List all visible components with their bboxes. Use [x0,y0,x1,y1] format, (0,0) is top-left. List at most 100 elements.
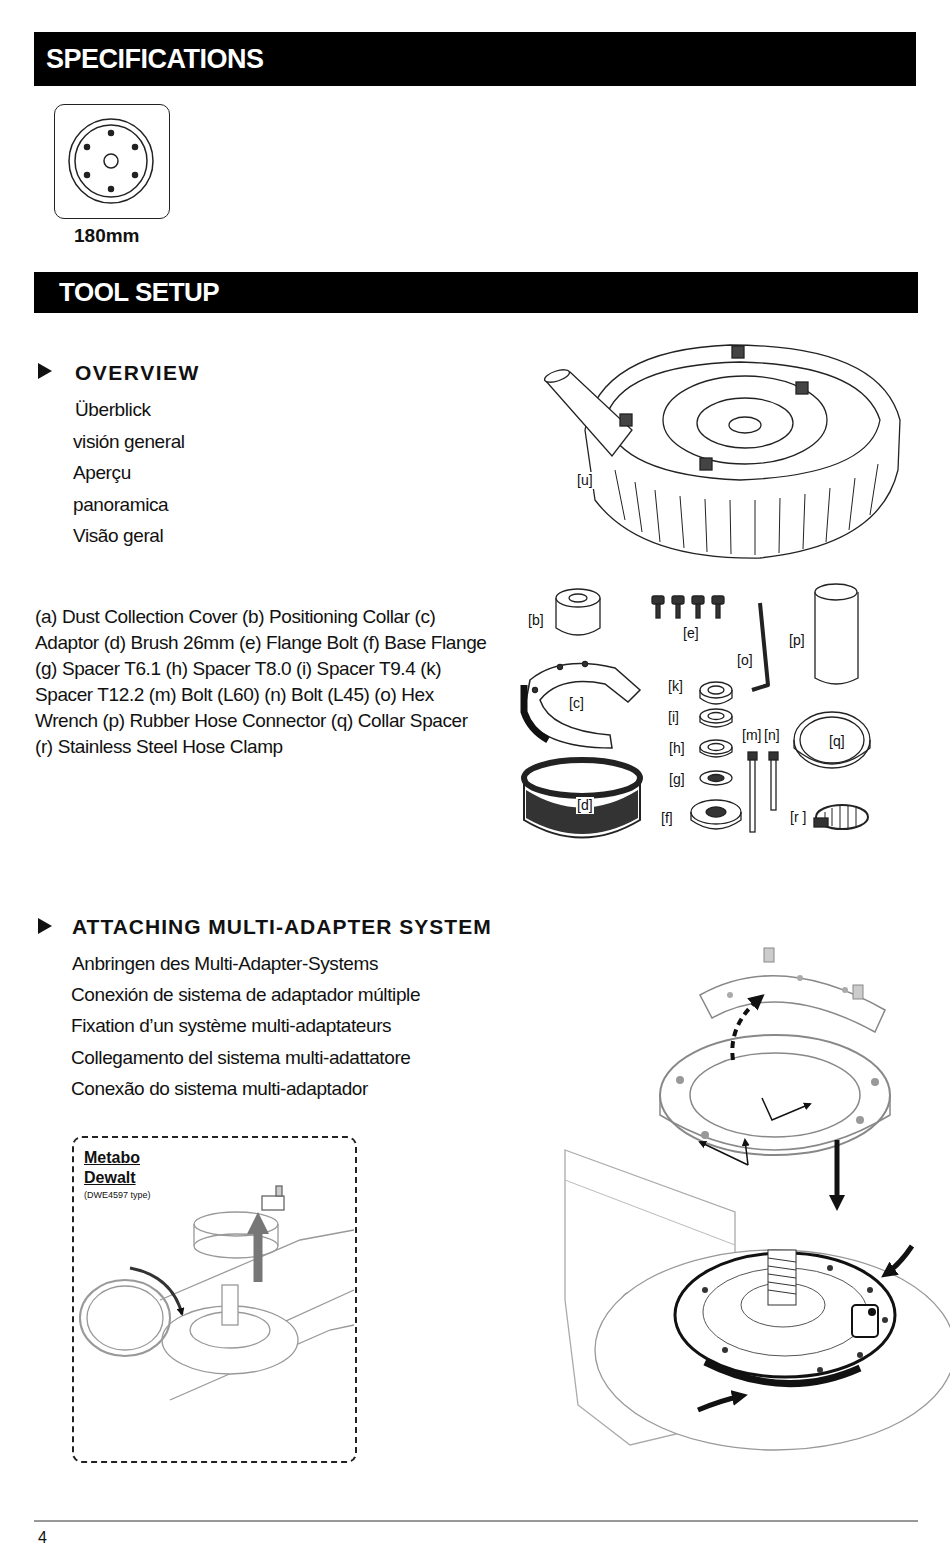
heading: OVERVIEW [75,360,200,385]
header-band: SPECIFICATIONS [34,32,916,86]
illustration-shape [660,1095,890,1150]
callout-label: [c] [568,695,585,712]
illustration-shape [615,464,878,555]
translation: Aperçu [73,462,131,485]
illustration-shape [794,712,870,768]
illustration-shape [827,1265,833,1271]
illustration-shape [768,1290,796,1294]
illustration-shape [697,398,793,448]
illustration-shape [708,744,724,751]
illustration-shape [676,604,680,618]
illustration-shape [700,740,732,754]
illustration-shape [620,414,632,426]
illustration-shape [676,1076,684,1084]
illustration-shape [595,1250,950,1450]
size-label: 180mm [74,225,140,247]
illustration-shape [80,1280,170,1356]
callout-label: [k] [667,678,684,695]
illustration-shape [680,496,684,548]
illustration-shape [797,975,803,981]
illustration-shape [835,1140,840,1205]
illustration-shape [701,1131,709,1139]
callout-label: [g] [668,771,686,788]
illustration-shape [768,1258,796,1262]
illustration-shape [583,662,588,667]
callout-label: [p] [788,632,806,649]
illustration-shape [691,812,741,829]
illustration-shape [524,778,640,838]
illustration-shape [716,604,720,618]
illustration-shape [194,1212,278,1236]
illustration-shape [882,1317,888,1323]
illustration-shape [696,604,700,618]
illustration-shape [748,752,757,760]
illustration-shape [526,790,638,834]
illustration-shape [868,1308,876,1316]
illustration-shape [886,1246,912,1274]
illustration-shape [585,345,900,558]
illustration-shape [853,985,863,999]
translation: Überblick [75,399,151,422]
illustration-shape [832,808,833,826]
illustration-shape [871,1078,879,1086]
illustration-shape [533,688,538,693]
illustration-shape [262,1196,284,1210]
illustration-shape [708,713,724,720]
illustration-shape [727,992,733,998]
illustration-shape [817,1367,823,1373]
callout-label: [m] [741,727,762,744]
illustration-shape [815,584,857,600]
illustration-shape [700,690,732,704]
brand-name: Metabo [84,1148,140,1168]
translation: Fixation d’un système multi-adaptateurs [71,1015,391,1038]
illustration-shape [193,1224,194,1246]
illustration-shape [109,131,114,136]
blade-icon [69,119,153,203]
illustration-shape [856,808,857,826]
illustration-shape [729,417,761,433]
illustration-shape [727,975,848,998]
footer-rule [34,1521,918,1522]
illustration-shape [764,948,774,962]
illustration-shape [75,125,147,197]
illustration-shape [692,596,704,604]
illustration-shape [533,662,588,693]
callout-label: [q] [828,733,846,750]
brand-inset-box: MetaboDewalt(DWE4597 type) [72,1136,357,1463]
illustration-shape [556,589,600,607]
illustration-shape [104,154,118,168]
translation: Anbringen des Multi-Adapter-Systems [72,953,378,976]
illustration-shape [857,1352,863,1358]
illustration-shape [69,119,153,203]
illustration-shape [545,372,632,456]
illustration-shape [620,346,808,470]
illustration-shape [676,1076,879,1139]
illustration-shape [615,470,625,520]
illustration-shape [750,760,755,832]
illustration-shape [700,771,732,785]
illustration-shape [800,717,864,763]
illustration-shape [656,604,660,618]
header-band: TOOL SETUP [34,272,918,313]
illustration-shape [130,1268,182,1314]
illustration-shape [276,1186,282,1196]
illustration-shape [842,987,848,993]
section-marker [38,363,52,379]
illustration-shape [732,998,760,1060]
illustration-shape [652,596,724,618]
illustration-shape [700,709,732,723]
illustration-shape [85,173,90,178]
illustration-shape [852,1305,878,1337]
parts-drawing [524,584,870,838]
illustration-shape [796,382,808,394]
dust-cover-drawing [543,345,900,558]
illustration-shape [524,760,640,796]
callout-label: [e] [682,625,700,642]
callout-label: [n] [763,727,781,744]
illustration-shape [708,686,724,694]
translation: Collegamento del sistema multi-adattator… [71,1047,411,1070]
illustration-shape [814,818,828,827]
section-heading: SPECIFICATIONS [46,44,264,75]
